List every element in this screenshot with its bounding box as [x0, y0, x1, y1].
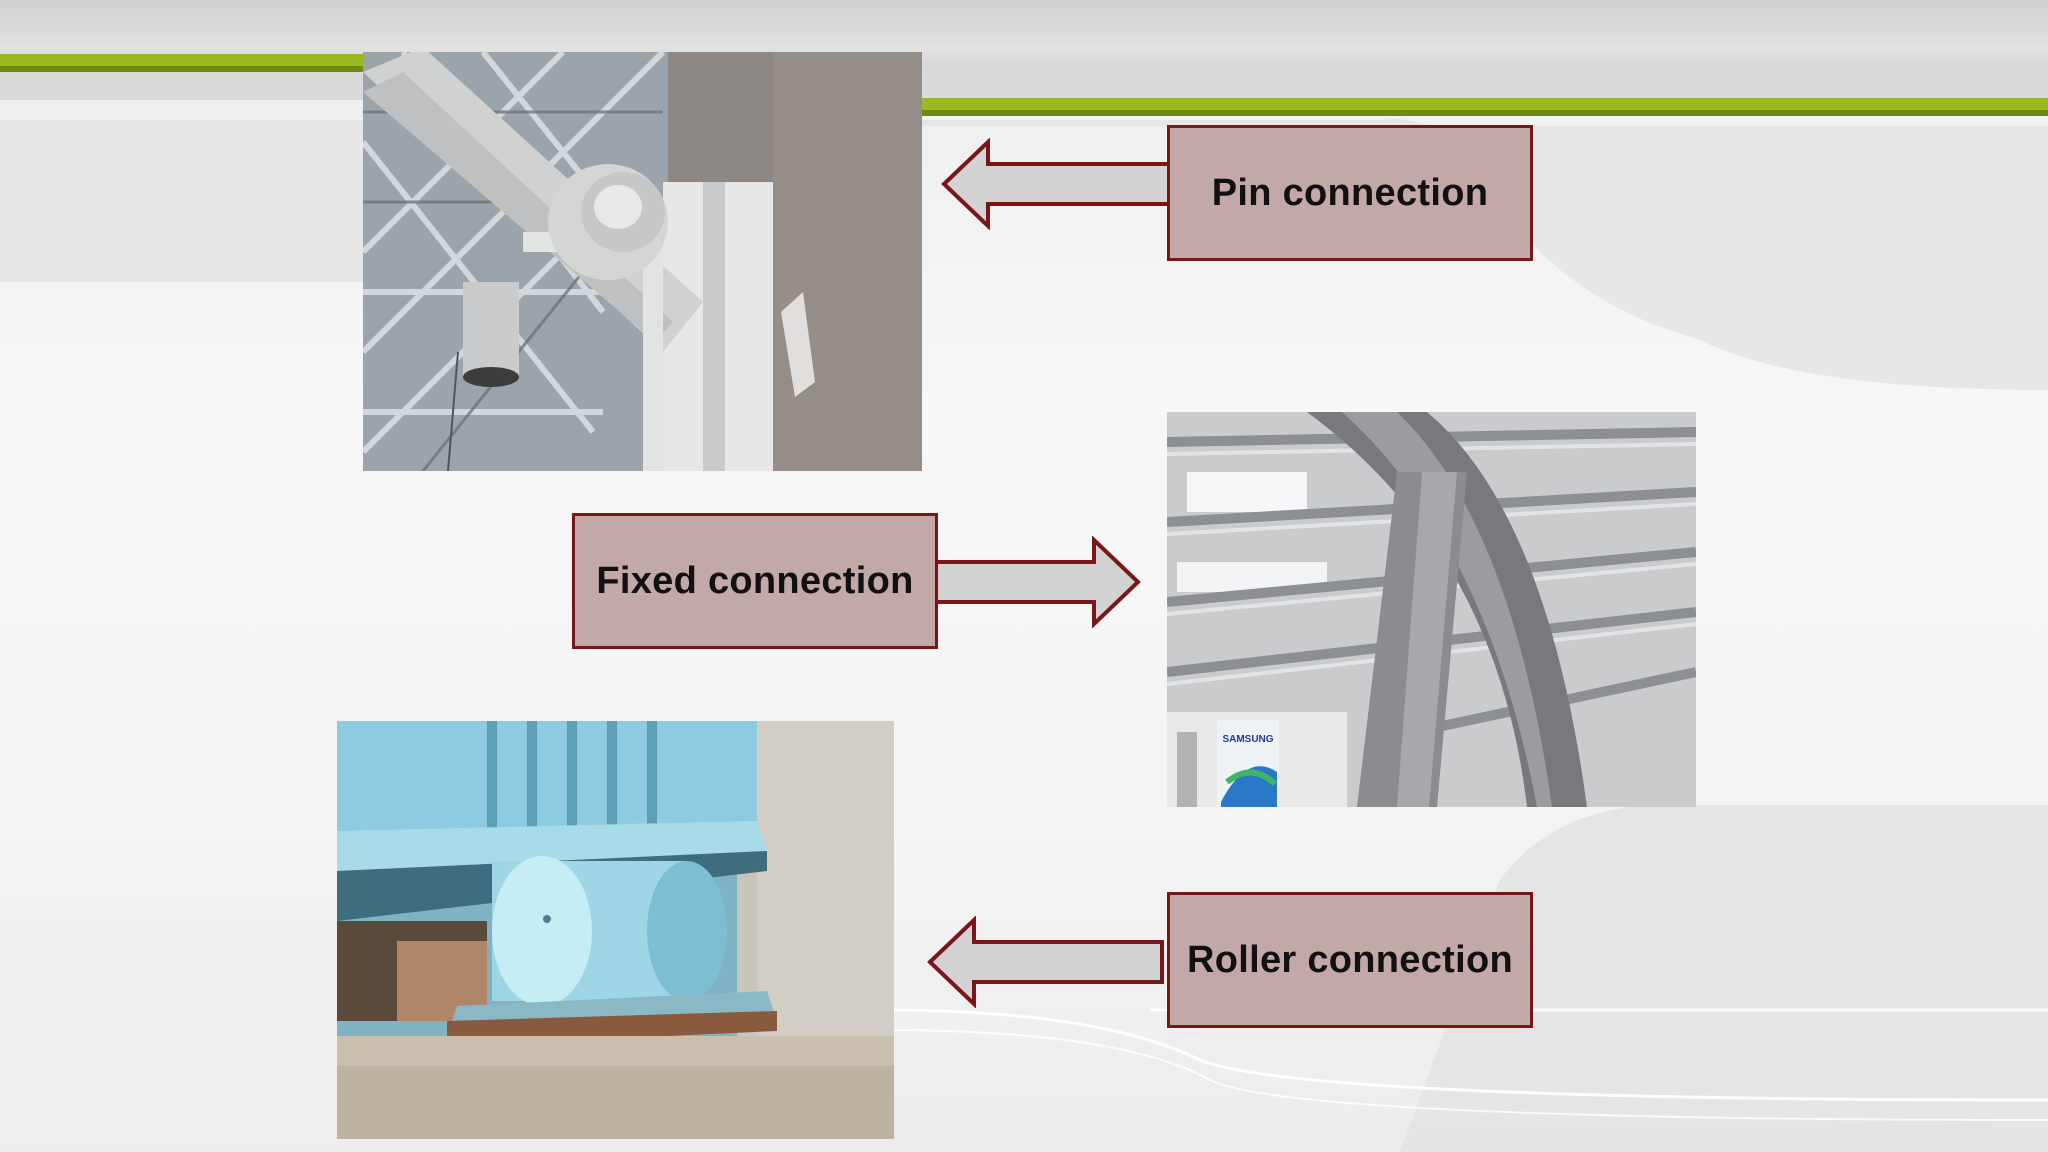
roller-connection-photo — [337, 721, 894, 1139]
pin-connection-photo — [363, 52, 922, 471]
pin-connection-label: Pin connection — [1167, 125, 1533, 261]
pin-arrow — [941, 138, 1172, 230]
fixed-arrow — [934, 536, 1141, 628]
fixed-connection-label: Fixed connection — [572, 513, 938, 649]
samsung-sign-text: SAMSUNG — [1222, 734, 1273, 745]
roller-arrow — [927, 916, 1164, 1008]
roller-connection-label: Roller connection — [1167, 892, 1533, 1028]
fixed-connection-photo: SAMSUNG — [1167, 412, 1696, 807]
